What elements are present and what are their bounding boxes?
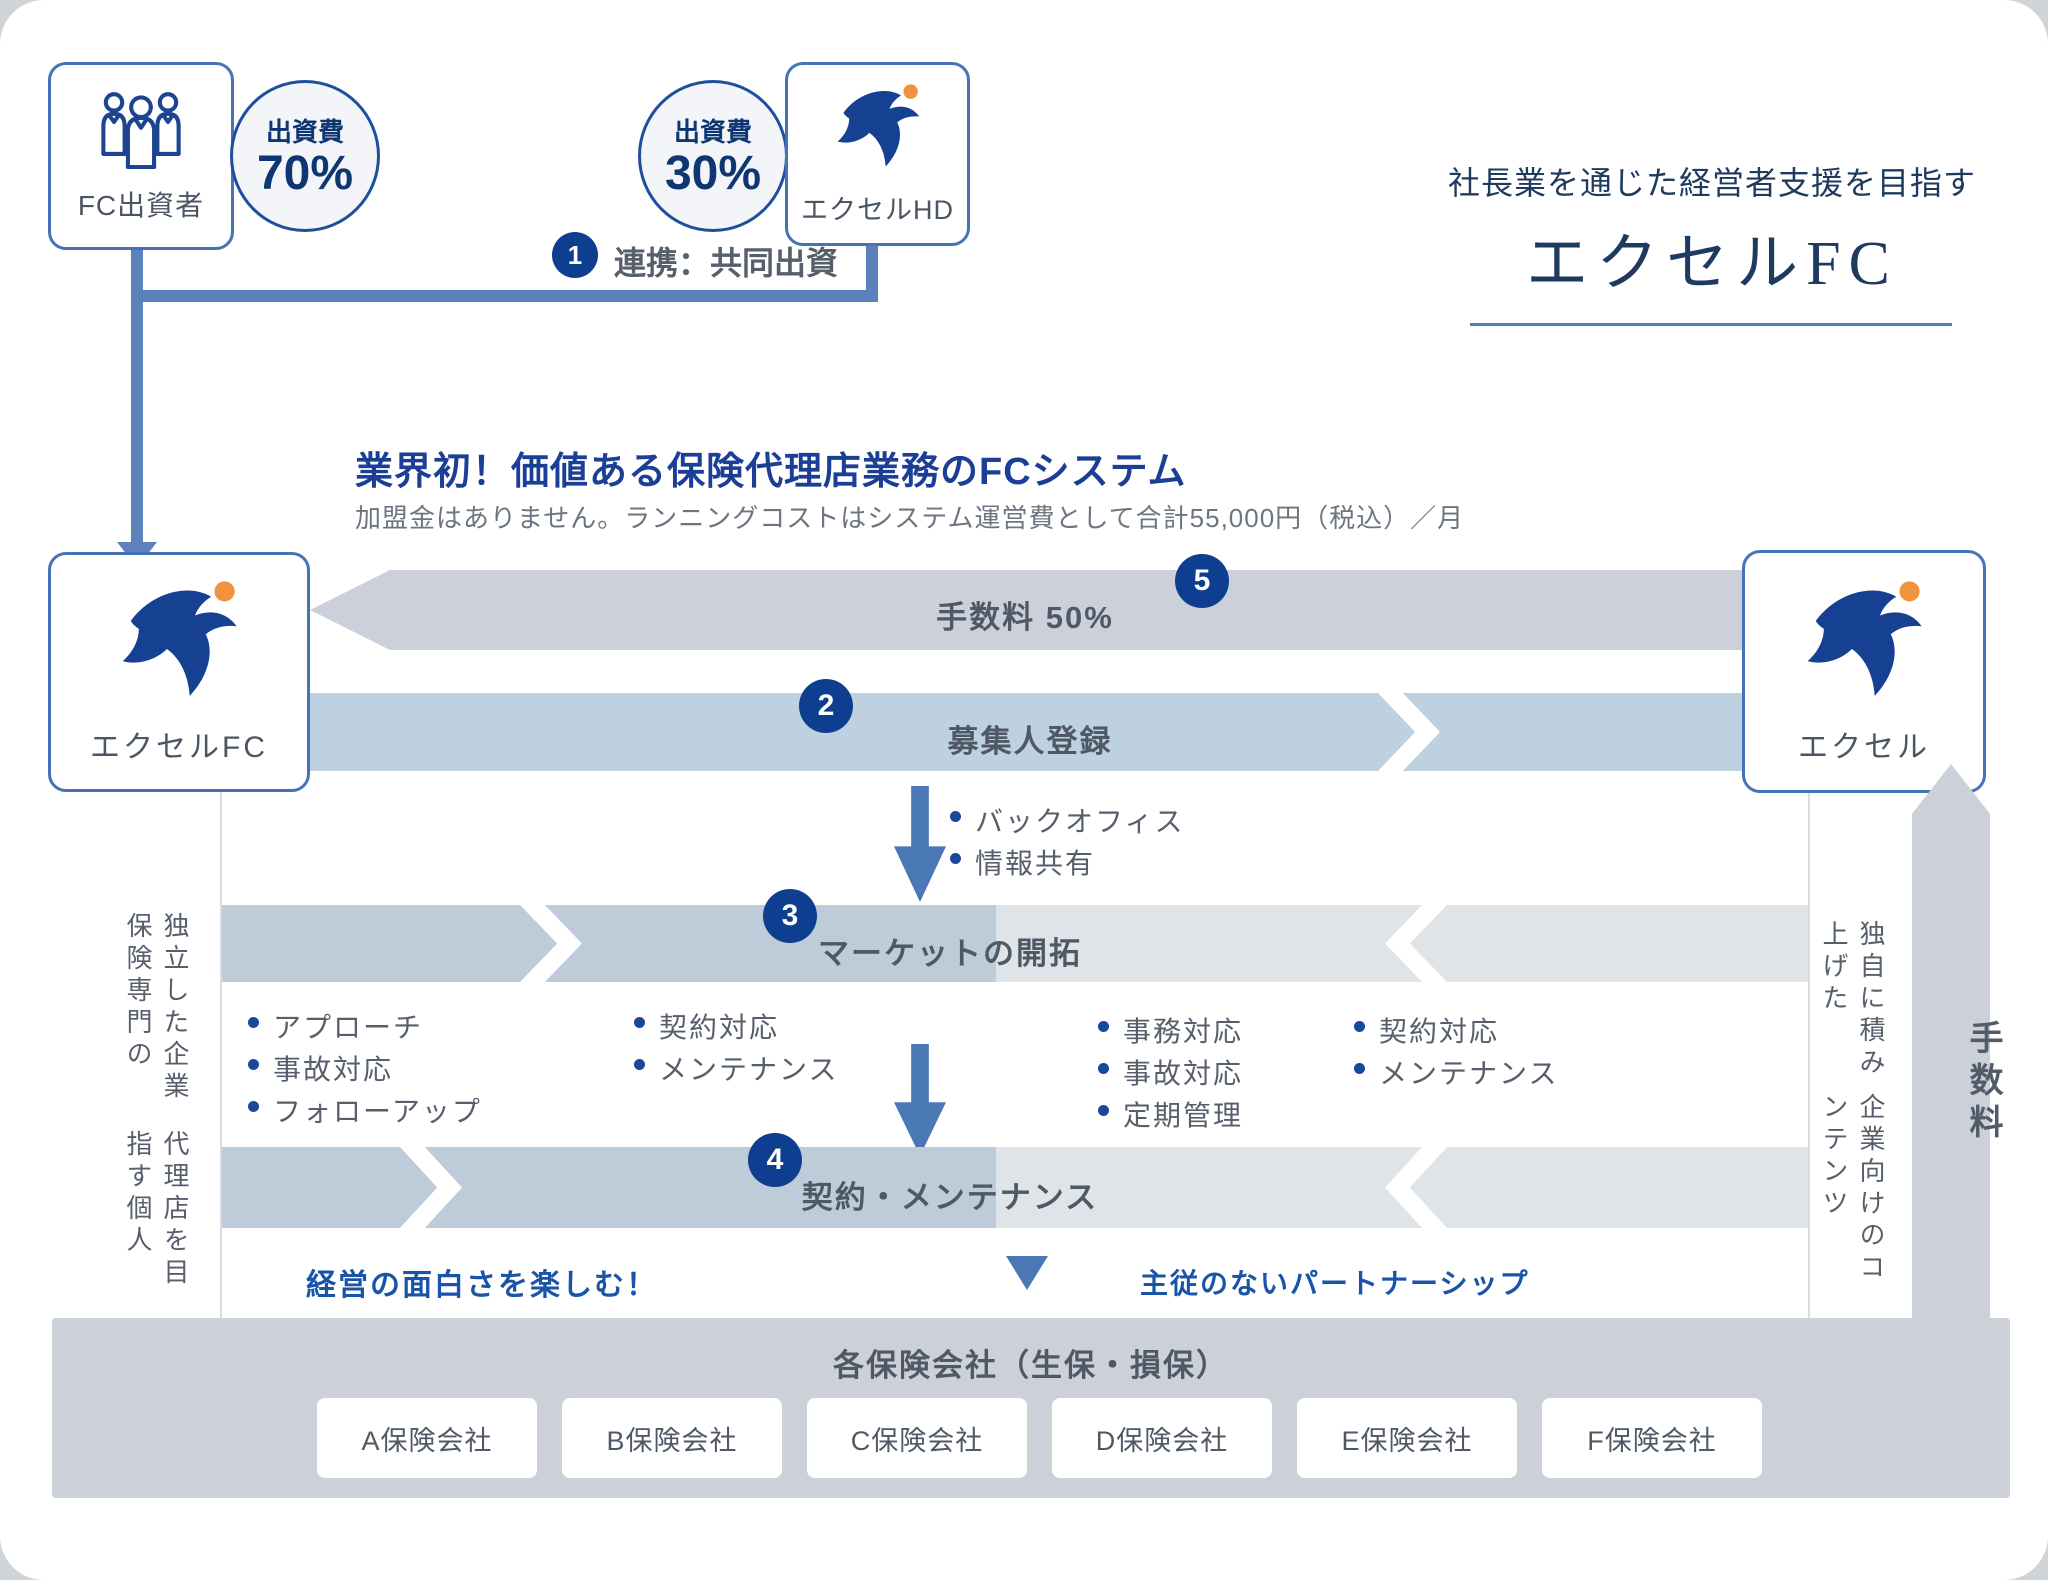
- bullet-item: 契約対応: [1354, 1010, 1499, 1050]
- bullet-label: フォローアップ: [273, 1096, 482, 1127]
- bullet-item: バックオフィス: [950, 800, 1184, 840]
- recruit-band: [310, 693, 1742, 771]
- down-arrow-icon: [894, 786, 946, 902]
- bullet-dot-icon: [1098, 1021, 1109, 1032]
- contract-band-left: [222, 1147, 996, 1228]
- left-vertical-line1: 独立した企業保険専門の: [123, 912, 190, 1104]
- bullet-label: 定期管理: [1123, 1100, 1244, 1131]
- bullet-label: 事故対応: [273, 1054, 394, 1085]
- market-label: マーケットの開拓: [818, 936, 1082, 971]
- bullet-label: アプローチ: [273, 1012, 424, 1043]
- bullet-label: バックオフィス: [975, 806, 1185, 837]
- left-note: 経営の面白さを楽しむ！: [306, 1269, 658, 1302]
- contribution-30-circle: 出資費 30%: [638, 80, 788, 232]
- bullet-item: 情報共有: [950, 842, 1095, 882]
- insurer-box-a: A保険会社: [317, 1398, 537, 1478]
- insurers-title: 各保険会社（生保・損保）: [833, 1348, 1229, 1383]
- connector-vertical-right: [866, 243, 878, 302]
- excel-hd-box: エクセルHD: [785, 62, 970, 246]
- left-vertical-line2: 代理店を目指す個人: [123, 1130, 190, 1291]
- step4-badge: 4: [748, 1133, 802, 1187]
- bullet-dot-icon: [248, 1059, 259, 1070]
- excel-fc-box: エクセルFC: [48, 552, 310, 792]
- connector-vertical-left: [131, 248, 143, 544]
- excel-hd-label: エクセルHD: [801, 194, 954, 225]
- recruit-label: 募集人登録: [947, 724, 1113, 759]
- step1-badge: 1: [552, 232, 598, 278]
- bullet-dot-icon: [1354, 1063, 1365, 1074]
- insurer-box-f: F保険会社: [1542, 1398, 1762, 1478]
- insurer-box-c: C保険会社: [807, 1398, 1027, 1478]
- contribution-70-circle: 出資費 70%: [230, 80, 380, 232]
- contribution-70-title: 出資費: [265, 117, 344, 148]
- bullet-item: メンテナンス: [634, 1048, 838, 1088]
- bullet-label: 契約対応: [1379, 1016, 1500, 1047]
- bullet-dot-icon: [248, 1017, 259, 1028]
- fee50-label: 手数料 50%: [936, 600, 1114, 635]
- swallow-logo-icon: [122, 581, 237, 696]
- swallow-logo-icon: [837, 83, 919, 166]
- fee-up-arrow-icon: [1912, 764, 1990, 1318]
- bullet-item: 定期管理: [1098, 1094, 1243, 1134]
- bullet-item: フォローアップ: [248, 1090, 482, 1130]
- bullet-dot-icon: [634, 1059, 645, 1070]
- fee-vertical-label: 手数料: [1964, 1020, 2002, 1146]
- bullet-item: 事故対応: [1098, 1052, 1243, 1092]
- step5-badge: 5: [1175, 554, 1229, 608]
- headline-note: 加盟金はありません。ランニングコストはシステム運営費として合計55,000円（税…: [355, 503, 1465, 533]
- brand-title: エクセルFC: [1526, 230, 1898, 298]
- insurer-box-e: E保険会社: [1297, 1398, 1517, 1478]
- right-vertical-line2: 企業向けのコンテンツ: [1819, 1093, 1886, 1286]
- excel-box: エクセル: [1742, 550, 1986, 793]
- excel-fc-label: エクセルFC: [90, 731, 268, 764]
- down-arrow-icon: [894, 1044, 946, 1156]
- bullet-item: 契約対応: [634, 1006, 779, 1046]
- fee50-band: [310, 570, 1742, 650]
- bullet-dot-icon: [1354, 1021, 1365, 1032]
- bullet-label: 契約対応: [659, 1012, 780, 1043]
- market-band-left: [222, 905, 996, 982]
- right-vertical-line1: 独自に積み上げた: [1819, 920, 1886, 1080]
- brand-underline: [1470, 323, 1952, 326]
- insurer-box-d: D保険会社: [1052, 1398, 1272, 1478]
- headline: 業界初！価値ある保険代理店業務のFCシステム: [355, 451, 1187, 493]
- step3-badge: 3: [763, 889, 817, 943]
- bullet-dot-icon: [1098, 1105, 1109, 1116]
- bullet-item: 事故対応: [248, 1048, 393, 1088]
- right-note: 主従のないパートナーシップ: [1140, 1268, 1530, 1299]
- tagline: 社長業を通じた経営者支援を目指す: [1447, 165, 1976, 201]
- bullet-dot-icon: [950, 853, 961, 864]
- bullet-label: 事故対応: [1123, 1058, 1244, 1089]
- frame-line-left: [220, 792, 222, 1318]
- bullet-label: 情報共有: [975, 848, 1096, 879]
- contract-label: 契約・メンテナンス: [801, 1180, 1099, 1215]
- left-vertical-text: 独立した企業保険専門の 代理店を目指す個人: [120, 912, 194, 1302]
- excel-label: エクセル: [1798, 730, 1930, 764]
- insurer-box-b: B保険会社: [562, 1398, 782, 1478]
- bullet-dot-icon: [1098, 1063, 1109, 1074]
- contribution-30-value: 30%: [664, 147, 762, 201]
- people-icon: [87, 88, 195, 174]
- fc-investor-box: FC出資者: [48, 62, 234, 250]
- frame-line-right: [1808, 792, 1810, 1318]
- bullet-label: メンテナンス: [1379, 1058, 1559, 1089]
- swallow-logo-icon: [1807, 580, 1922, 696]
- step2-badge: 2: [799, 679, 853, 733]
- connector-horizontal: [131, 290, 878, 302]
- bullet-label: 事務対応: [1123, 1016, 1244, 1047]
- bullet-dot-icon: [634, 1017, 645, 1028]
- bullet-item: 事務対応: [1098, 1010, 1243, 1050]
- contribution-30-title: 出資費: [673, 117, 752, 148]
- fc-investor-label: FC出資者: [77, 190, 205, 221]
- bullet-item: メンテナンス: [1354, 1052, 1558, 1092]
- step1-label: 連携：共同出資: [614, 245, 839, 281]
- contribution-70-value: 70%: [256, 147, 354, 201]
- small-down-triangle-icon: [1006, 1256, 1048, 1290]
- bullet-dot-icon: [248, 1101, 259, 1112]
- right-vertical-text: 独自に積み上げた 企業向けのコンテンツ: [1816, 920, 1890, 1300]
- bullet-label: メンテナンス: [659, 1054, 839, 1085]
- bullet-item: アプローチ: [248, 1006, 423, 1046]
- bullet-dot-icon: [950, 811, 961, 822]
